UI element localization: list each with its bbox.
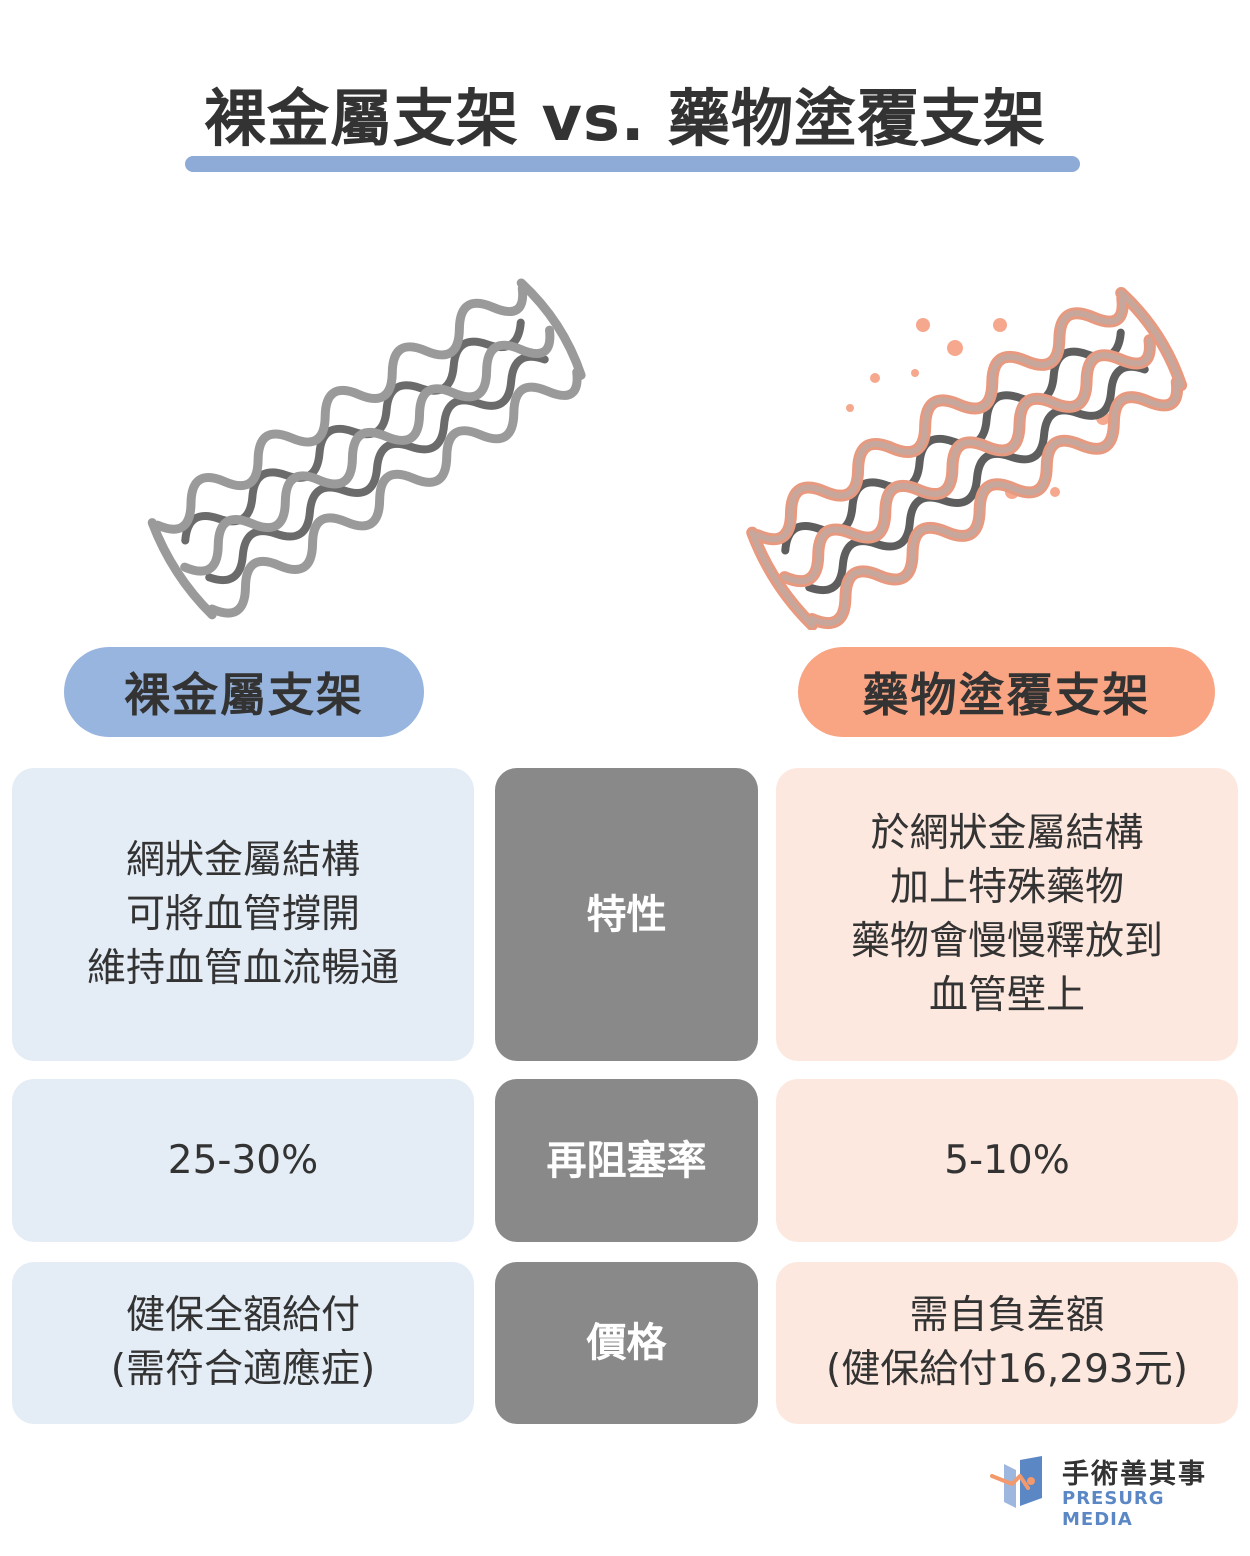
logo-name-english: PRESURG MEDIA	[1062, 1488, 1165, 1530]
drug-eluting-restenosis-rate: 5-10%	[776, 1079, 1238, 1242]
bare-metal-stent-label: 裸金屬支架	[64, 647, 424, 737]
drug-eluting-price: 需自負差額 (健保給付16,293元)	[776, 1262, 1238, 1424]
drug-eluting-characteristics: 於網狀金屬結構 加上特殊藥物 藥物會慢慢釋放到 血管壁上	[776, 768, 1238, 1061]
logo-name-chinese: 手術善其事	[1062, 1459, 1207, 1490]
title-underline	[185, 156, 1080, 172]
bare-metal-price: 健保全額給付 (需符合適應症)	[12, 1262, 474, 1424]
category-price: 價格	[495, 1262, 758, 1424]
bare-metal-characteristics: 網狀金屬結構 可將血管撐開 維持血管血流暢通	[12, 768, 474, 1061]
drug-eluting-stent-illustration	[746, 286, 1188, 630]
drug-eluting-stent-label: 藥物塗覆支架	[798, 647, 1215, 737]
page-title: 裸金屬支架 vs. 藥物塗覆支架	[203, 82, 1047, 155]
logo-mark-icon	[990, 1456, 1042, 1508]
presurg-media-logo: 手術善其事 PRESURG MEDIA	[990, 1452, 1230, 1530]
category-restenosis-rate: 再阻塞率	[495, 1079, 758, 1242]
bare-metal-stent-illustration	[147, 278, 586, 620]
bare-metal-restenosis-rate: 25-30%	[12, 1079, 474, 1242]
category-characteristics: 特性	[495, 768, 758, 1061]
